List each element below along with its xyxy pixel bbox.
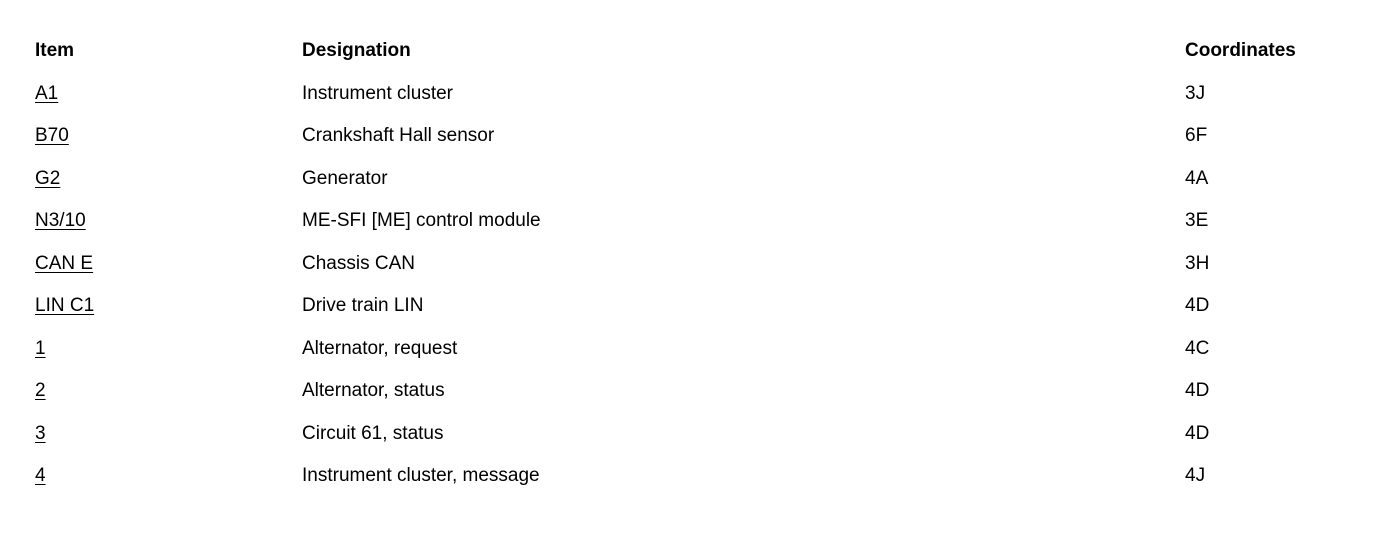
- table-row: 4 Instrument cluster, message 4J: [35, 455, 1392, 498]
- coordinates-cell: 3H: [1185, 252, 1210, 274]
- coordinates-cell: 4C: [1185, 337, 1210, 359]
- item-cell: G2: [35, 168, 302, 190]
- table-row: 1 Alternator, request 4C: [35, 328, 1392, 371]
- table-header-row: Item Designation Coordinates: [35, 30, 1392, 73]
- designation-cell: Alternator, request: [302, 337, 458, 359]
- coordinates-cell: 4A: [1185, 167, 1209, 189]
- item-cell: 4: [35, 465, 302, 487]
- table-row: N3/10 ME-SFI [ME] control module 3E: [35, 200, 1392, 243]
- item-link[interactable]: B70: [35, 125, 69, 147]
- item-link[interactable]: A1: [35, 82, 59, 104]
- coordinates-cell: 3E: [1185, 210, 1209, 232]
- table-row: LIN C1 Drive train LIN 4D: [35, 285, 1392, 328]
- item-link[interactable]: N3/10: [35, 210, 86, 232]
- table-row: B70 Crankshaft Hall sensor 6F: [35, 115, 1392, 158]
- coordinates-cell: 4D: [1185, 295, 1210, 317]
- designation-cell: Instrument cluster, message: [302, 465, 540, 487]
- item-link[interactable]: 1: [35, 337, 46, 359]
- item-cell: A1: [35, 83, 302, 105]
- item-link[interactable]: CAN E: [35, 252, 94, 274]
- column-header-designation: Designation: [302, 40, 411, 62]
- item-cell: CAN E: [35, 253, 302, 275]
- column-header-item: Item: [35, 40, 75, 62]
- designation-cell: Instrument cluster: [302, 82, 453, 104]
- table-row: 2 Alternator, status 4D: [35, 370, 1392, 413]
- item-cell: 3: [35, 423, 302, 445]
- designation-cell: ME-SFI [ME] control module: [302, 210, 541, 232]
- table-row: 3 Circuit 61, status 4D: [35, 413, 1392, 456]
- item-link[interactable]: G2: [35, 167, 61, 189]
- table-body: A1 Instrument cluster 3J B70 Crankshaft …: [35, 73, 1392, 498]
- coordinates-cell: 3J: [1185, 82, 1206, 104]
- designation-cell: Chassis CAN: [302, 252, 415, 274]
- item-cell: N3/10: [35, 210, 302, 232]
- designation-cell: Drive train LIN: [302, 295, 424, 317]
- item-cell: LIN C1: [35, 295, 302, 317]
- item-cell: 2: [35, 380, 302, 402]
- coordinates-cell: 4D: [1185, 380, 1210, 402]
- coordinates-cell: 4D: [1185, 422, 1210, 444]
- item-cell: 1: [35, 338, 302, 360]
- item-link[interactable]: LIN C1: [35, 295, 95, 317]
- coordinates-cell: 6F: [1185, 125, 1208, 147]
- item-link[interactable]: 4: [35, 465, 46, 487]
- designation-cell: Alternator, status: [302, 380, 445, 402]
- designation-cell: Crankshaft Hall sensor: [302, 125, 495, 147]
- table-row: G2 Generator 4A: [35, 158, 1392, 201]
- item-link[interactable]: 3: [35, 422, 46, 444]
- coordinates-cell: 4J: [1185, 465, 1206, 487]
- item-link[interactable]: 2: [35, 380, 46, 402]
- table-row: CAN E Chassis CAN 3H: [35, 243, 1392, 286]
- designation-cell: Generator: [302, 167, 388, 189]
- table-row: A1 Instrument cluster 3J: [35, 73, 1392, 116]
- column-header-coordinates: Coordinates: [1185, 40, 1296, 62]
- designation-cell: Circuit 61, status: [302, 422, 444, 444]
- item-cell: B70: [35, 125, 302, 147]
